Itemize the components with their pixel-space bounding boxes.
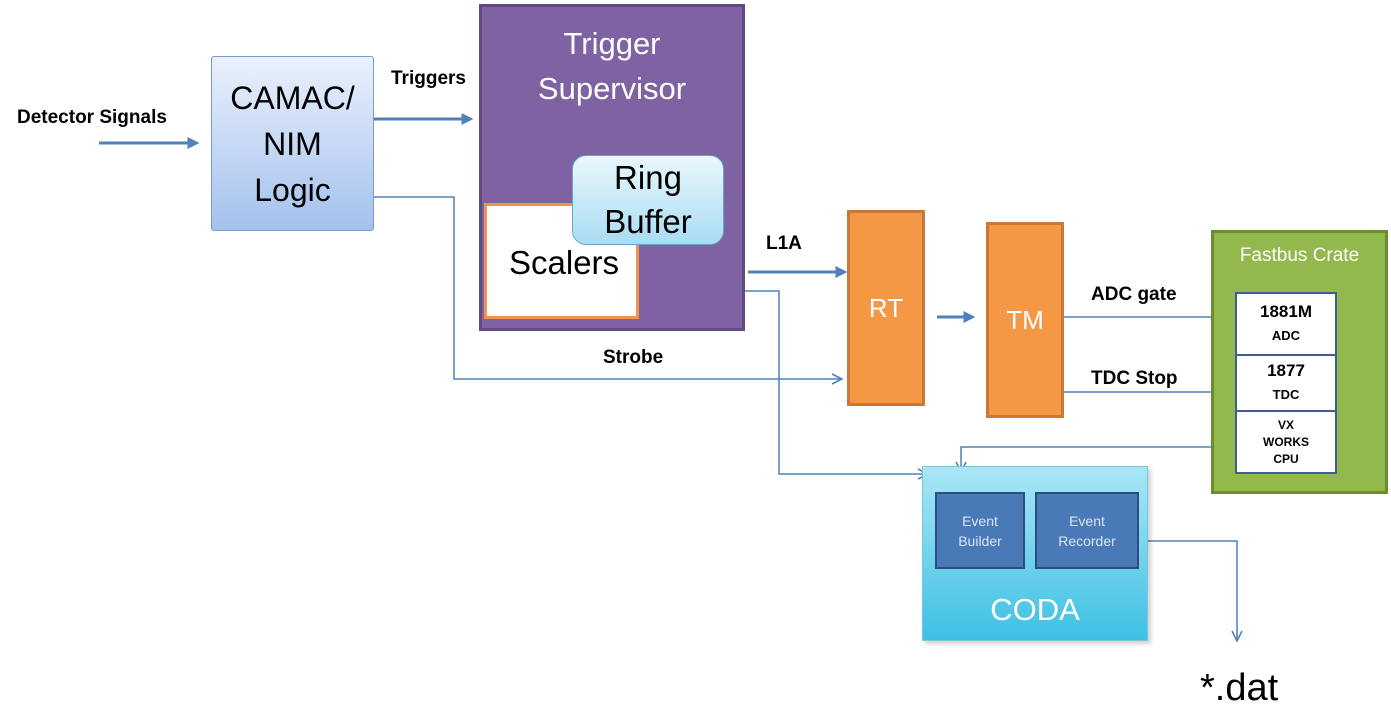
recorder-output-wire	[1117, 540, 1237, 641]
event-builder-line2: Builder	[958, 532, 1002, 549]
coda-title: CODA	[990, 592, 1080, 627]
event-builder-line1: Event	[962, 512, 998, 529]
detector-signals-label: Detector Signals	[17, 107, 167, 128]
camac-line1: CAMAC/	[230, 79, 355, 116]
scalers-box: Scalers	[484, 203, 639, 319]
ring-buffer-line2: Buffer	[604, 203, 692, 240]
event-recorder-line1: Event	[1069, 512, 1105, 529]
adc-module-type: ADC	[1271, 328, 1301, 343]
tdc-stop-label: TDC Stop	[1091, 368, 1178, 389]
camac-line3: Logic	[254, 171, 331, 208]
output-file-label: *.dat	[1200, 667, 1279, 709]
event-recorder-line2: Recorder	[1058, 532, 1116, 549]
adc-module: 1881M ADC	[1235, 292, 1337, 356]
rt-label: RT	[868, 292, 904, 323]
event-builder-box: Event Builder	[935, 492, 1025, 569]
scalers-label: Scalers	[509, 244, 620, 281]
adc-module-model: 1881M	[1260, 302, 1312, 321]
tm-label: TM	[1006, 304, 1044, 335]
vxworks-cpu-module: VX WORKS CPU	[1235, 410, 1337, 474]
fastbus-crate-title: Fastbus Crate	[1239, 245, 1360, 266]
rt-box: RT	[847, 210, 925, 406]
tdc-module-model: 1877	[1267, 361, 1305, 380]
l1a-label: L1A	[766, 233, 802, 254]
camac-line2: NIM	[263, 125, 322, 162]
event-recorder-box: Event Recorder	[1035, 492, 1139, 569]
strobe-label: Strobe	[603, 347, 664, 368]
trigger-supervisor-title: Trigger Supervisor	[482, 21, 742, 111]
ring-buffer-box: Ring Buffer	[572, 155, 724, 245]
tm-box: TM	[986, 222, 1064, 418]
adc-gate-label: ADC gate	[1091, 284, 1177, 305]
cpu-line3: CPU	[1273, 451, 1299, 466]
cpu-to-coda-wire	[961, 446, 1237, 472]
trigger-supervisor-line2: Supervisor	[537, 71, 687, 106]
strobe-wire	[374, 196, 842, 379]
trigger-supervisor-line1: Trigger	[563, 26, 661, 61]
camac-nim-logic-box: CAMAC/ NIM Logic	[211, 56, 374, 231]
cpu-line1: VX	[1277, 417, 1294, 432]
tdc-module: 1877 TDC	[1235, 354, 1337, 412]
triggers-label: Triggers	[391, 68, 466, 89]
tdc-module-type: TDC	[1272, 387, 1300, 402]
ring-buffer-line1: Ring	[614, 159, 682, 196]
cpu-line2: WORKS	[1263, 434, 1309, 449]
